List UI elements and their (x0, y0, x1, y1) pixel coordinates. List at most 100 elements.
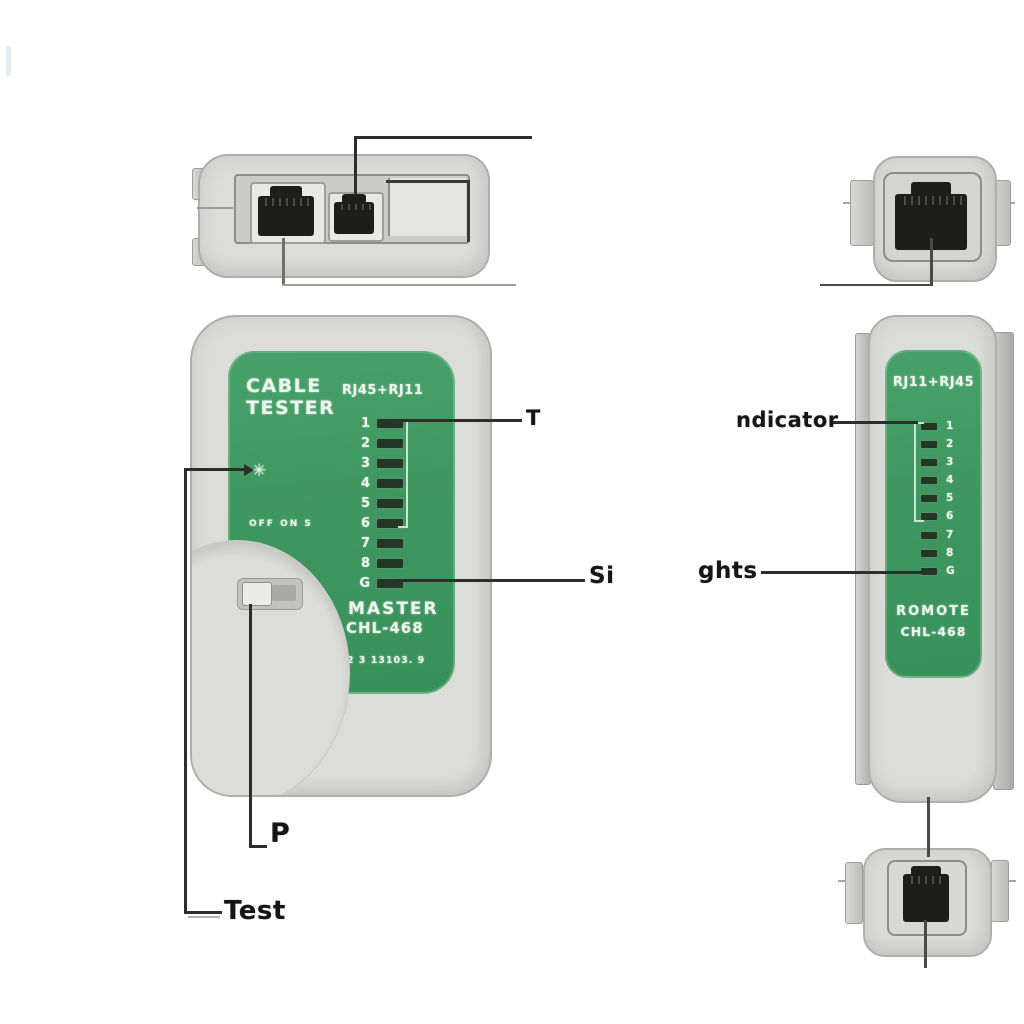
led-number-label: G (359, 576, 370, 591)
led-indicator-icon (376, 478, 404, 489)
mode-switch-slot (272, 585, 296, 601)
led-row: 5 (352, 496, 404, 511)
led-indicator-icon (376, 558, 404, 569)
led-indicator-icon (376, 498, 404, 509)
led-row: 7 (920, 529, 953, 541)
rj45-pins-icon (906, 876, 946, 884)
led-row: 1 (920, 420, 953, 432)
rj11-pins-icon (336, 204, 372, 210)
remote-model-label: CHL-468 (900, 624, 967, 639)
mode-switch (237, 578, 303, 610)
led-indicator-icon (376, 418, 404, 429)
callout-line (927, 797, 930, 857)
callout-line (282, 284, 516, 286)
callout-line (930, 238, 933, 286)
master-body: CABLE TESTER RJ45+RJ11 ✳ OFF ON S 1 2 3 (190, 315, 492, 797)
led-number-label: 2 (946, 438, 954, 450)
remote-front-view: RJ11+RJ45 1 2 3 4 5 6 7 (843, 313, 1019, 805)
callout-line (354, 138, 357, 195)
master-front-view: CABLE TESTER RJ45+RJ11 ✳ OFF ON S 1 2 3 (190, 315, 492, 797)
led-indicator-icon (920, 530, 938, 540)
rj45-pins-icon (899, 196, 963, 205)
signal-label-fragment: Si (589, 563, 615, 589)
callout-line (184, 468, 187, 914)
led-number-label: 6 (360, 516, 370, 531)
led1-label-fragment: T (526, 406, 541, 430)
callout-line (184, 911, 222, 914)
led-row: 1 (352, 416, 404, 431)
callout-line (395, 579, 585, 582)
title-line1: CABLE (246, 375, 322, 397)
led-number-label: 8 (360, 556, 370, 571)
led-number-label: 2 (360, 436, 370, 451)
stray-mark (6, 46, 11, 76)
led-indicator-icon (920, 493, 938, 503)
callout-line (282, 238, 285, 286)
led-indicator-icon (376, 438, 404, 449)
switch-positions-label: OFF ON S (249, 519, 313, 529)
led-number-label: 5 (946, 492, 954, 504)
side-tab (850, 180, 874, 246)
led-number-label: 1 (946, 420, 954, 432)
led-row: G (920, 565, 955, 577)
callout-line (188, 916, 220, 918)
callout-line (467, 180, 470, 242)
title-line2: TESTER (246, 397, 336, 419)
callout-line (386, 180, 470, 183)
remote-bottom-view (845, 840, 1015, 990)
led-row: 4 (920, 474, 953, 486)
callout-line (761, 571, 923, 574)
led-row: 3 (920, 456, 953, 468)
led-number-label: 6 (946, 510, 954, 522)
callout-line (249, 604, 252, 848)
callout-line (396, 419, 522, 422)
led-indicator-icon (920, 439, 938, 449)
remote-top-view (843, 146, 1017, 296)
callout-line (249, 845, 267, 848)
led-number-label: 7 (360, 536, 370, 551)
led-row: 8 (352, 556, 404, 571)
led-number-label: 7 (946, 529, 954, 541)
callout-line (354, 136, 532, 139)
callout-line (820, 284, 932, 286)
led-indicator-icon (920, 421, 938, 431)
master-role-label: MASTER (348, 599, 439, 619)
led-number-label: G (946, 565, 955, 577)
led-row: 2 (920, 438, 953, 450)
callout-arrow-icon (244, 464, 254, 476)
led-number-label: 8 (946, 547, 954, 559)
led-number-label: 3 (360, 456, 370, 471)
led-indicator-icon (376, 538, 404, 549)
remote-ports-label: RJ11+RJ45 (892, 375, 975, 390)
callout-line (197, 207, 233, 209)
led-row: 8 (920, 547, 953, 559)
rj45-pins-icon (260, 198, 312, 206)
indicator-label-fragment: ndicator (736, 408, 839, 432)
rj11-port-opening (342, 194, 366, 204)
led-row: 2 (352, 436, 404, 451)
callout-line (924, 920, 927, 968)
master-ports-label: RJ45+RJ11 (342, 383, 424, 398)
power-led-icon: ✳ (252, 461, 267, 481)
callout-line (832, 421, 918, 424)
led-number-label: 3 (946, 456, 954, 468)
led-number-label: 1 (360, 416, 370, 431)
callout-line (186, 468, 248, 471)
master-top-view (192, 150, 492, 282)
master-model-label: CHL-468 (346, 619, 424, 637)
led-number-label: 5 (360, 496, 370, 511)
led-number-label: 4 (946, 474, 954, 486)
led-indicator-icon (920, 475, 938, 485)
led-group-bracket (914, 422, 924, 522)
tester-label-fragment: Test (224, 896, 286, 926)
led-indicator-icon (920, 457, 938, 467)
led-row: 6 (352, 516, 404, 531)
master-serial-label: ZL 02 3 13103. 9 (320, 655, 426, 666)
led-row: 7 (352, 536, 404, 551)
led-group-bracket (398, 420, 408, 528)
led-indicator-icon (920, 511, 938, 521)
led-indicator-icon (376, 458, 404, 469)
led-number-label: 4 (360, 476, 370, 491)
led-indicator-icon (376, 518, 404, 529)
